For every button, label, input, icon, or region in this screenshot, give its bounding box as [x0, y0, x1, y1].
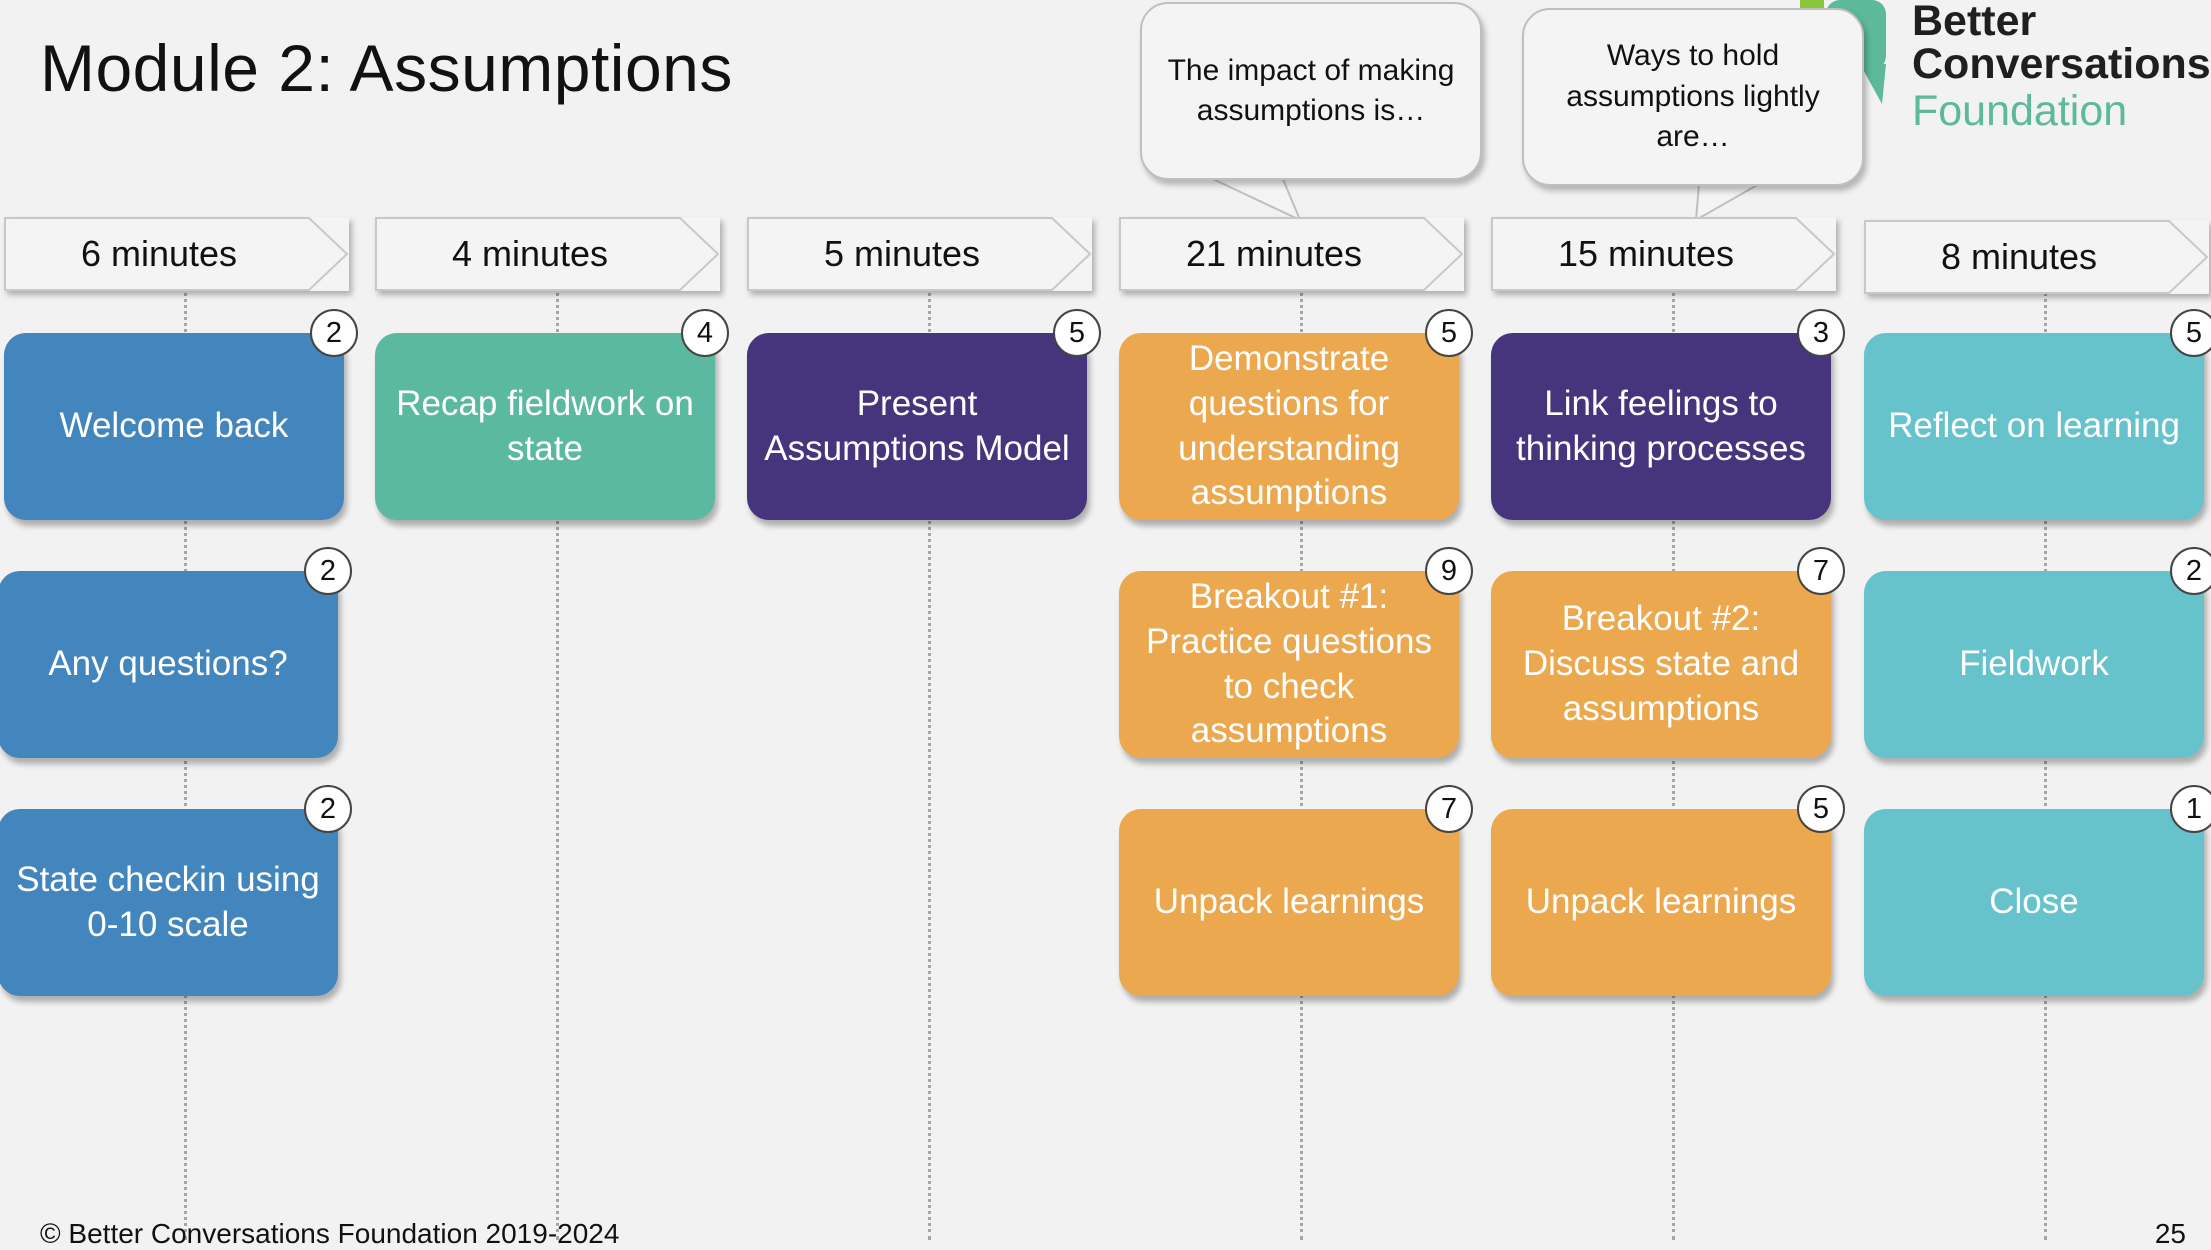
activity-card-label: Link feelings to thinking processes — [1516, 383, 1806, 468]
minutes-badge: 7 — [1425, 785, 1473, 833]
minutes-badge: 2 — [310, 309, 358, 357]
minutes-badge: 9 — [1425, 547, 1473, 595]
speech-bubble-ways: Ways to hold assumptions lightly are… — [1522, 8, 1864, 186]
minutes-badge: 5 — [2170, 309, 2211, 357]
duration-label: 4 minutes — [451, 233, 609, 274]
timeline-guide-line — [928, 280, 931, 1240]
activity-card-label: Welcome back — [59, 406, 289, 446]
duration-label: 6 minutes — [80, 233, 238, 274]
page-number: 25 — [2154, 1218, 2186, 1249]
duration-label: 8 minutes — [1940, 236, 2098, 277]
activity-card-breakout-2-discuss-state-and-assumptions: Breakout #2: Discuss state and assumptio… — [1491, 571, 1831, 758]
activity-card-label: Breakout #2: Discuss state and assumptio… — [1522, 599, 1800, 728]
activity-card-label: Any questions? — [48, 644, 288, 684]
activity-card-close: Close — [1864, 809, 2204, 996]
minutes-badge: 3 — [1797, 309, 1845, 357]
activity-card-link-feelings-to-thinking-processes: Link feelings to thinking processes — [1491, 333, 1831, 520]
activity-card-present-assumptions-model: Present Assumptions Model — [747, 333, 1087, 520]
activity-card-welcome-back: Welcome back — [4, 333, 344, 520]
activity-card-label: Unpack learnings — [1525, 882, 1797, 922]
activity-card-recap-fieldwork-on-state: Recap fieldwork on state — [375, 333, 715, 520]
logo-line-1: Better — [1912, 0, 2037, 45]
activity-card-label: Demonstrate questions for understanding … — [1178, 338, 1400, 513]
page-title: Module 2: Assumptions — [40, 31, 733, 105]
duration-chevron: 4 minutes — [375, 217, 720, 291]
duration-label: 15 minutes — [1557, 233, 1735, 274]
minutes-badge: 1 — [2170, 785, 2211, 833]
activity-card-unpack-learnings: Unpack learnings — [1119, 809, 1459, 996]
activity-card-label: Recap fieldwork on state — [396, 383, 694, 468]
activity-card-label: Present Assumptions Model — [764, 383, 1070, 468]
duration-chevron: 6 minutes — [4, 217, 349, 291]
activity-card-state-checkin-using-0-10-scale: State checkin using 0-10 scale — [0, 809, 338, 996]
activity-card-label: Close — [1989, 882, 2079, 922]
activity-card-label: Fieldwork — [1959, 644, 2109, 684]
duration-chevron: 5 minutes — [747, 217, 1092, 291]
activity-card-breakout-1-practice-questions-to-check-assumptions: Breakout #1: Practice questions to check… — [1119, 571, 1459, 758]
minutes-badge: 5 — [1797, 785, 1845, 833]
activity-card-label: State checkin using 0-10 scale — [16, 859, 320, 944]
minutes-badge: 5 — [1425, 309, 1473, 357]
timeline-guide-line — [184, 280, 187, 1240]
activity-card-demonstrate-questions-for-understanding-assumptions: Demonstrate questions for understanding … — [1119, 333, 1459, 520]
activity-card-fieldwork: Fieldwork — [1864, 571, 2204, 758]
timeline-guide-line — [1300, 280, 1303, 1240]
timeline-guide-line — [556, 280, 559, 1240]
activity-card-label: Reflect on learning — [1888, 406, 2180, 446]
copyright-footer: © Better Conversations Foundation 2019-2… — [40, 1218, 620, 1249]
activity-card-reflect-on-learning: Reflect on learning — [1864, 333, 2204, 520]
duration-chevron: 15 minutes — [1491, 217, 1836, 291]
activity-card-any-questions: Any questions? — [0, 571, 338, 758]
speech-bubble-impact: The impact of making assumptions is… — [1140, 2, 1482, 180]
duration-label: 21 minutes — [1185, 233, 1363, 274]
minutes-badge: 4 — [681, 309, 729, 357]
logo: Better Conversations Foundation — [1912, 0, 2211, 133]
activity-card-unpack-learnings: Unpack learnings — [1491, 809, 1831, 996]
timeline-guide-line — [1672, 280, 1675, 1240]
timeline-guide-line — [2044, 280, 2047, 1240]
minutes-badge: 2 — [304, 785, 352, 833]
minutes-badge: 2 — [2170, 547, 2211, 595]
minutes-badge: 5 — [1053, 309, 1101, 357]
logo-line-2: Conversations — [1912, 40, 2211, 88]
logo-line-3: Foundation — [1912, 87, 2128, 135]
duration-chevron: 21 minutes — [1119, 217, 1464, 291]
minutes-badge: 2 — [304, 547, 352, 595]
duration-label: 5 minutes — [823, 233, 981, 274]
activity-card-label: Unpack learnings — [1153, 882, 1425, 922]
duration-chevron: 8 minutes — [1864, 220, 2209, 294]
activity-card-label: Breakout #1: Practice questions to check… — [1146, 576, 1432, 751]
minutes-badge: 7 — [1797, 547, 1845, 595]
